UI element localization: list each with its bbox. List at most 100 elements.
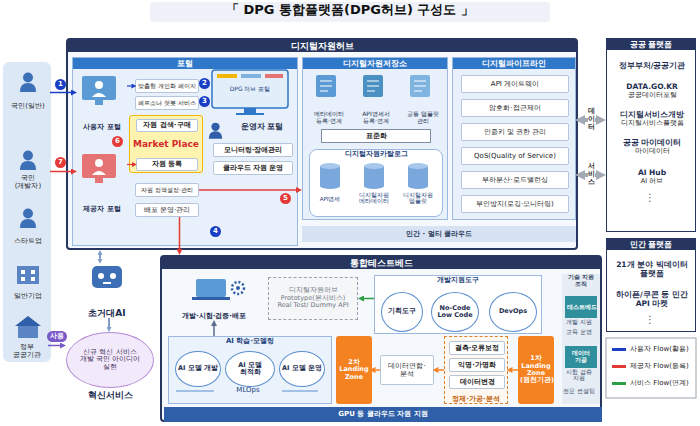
hub-portal-illustration [212,70,288,108]
section-header: 디지털자원저장소 [303,58,447,69]
callout-number: 6 [112,136,123,147]
legend-label: 서비스 Flow(연계) [630,379,689,387]
node-label: 암호화·접근제어 [462,104,568,112]
cloud-band: 민간 · 멀티 클라우드 [302,226,576,242]
node-label: 공공데이터포털 [611,92,693,99]
catalog-cylinder [320,183,340,189]
testbed-frame: 통합테스트베드개발·시험·검증·배포디지털자원허브 Prototype(본서비스… [160,255,602,422]
callout-number: 1 [55,79,66,90]
section-header: 민간 플랫폼 [607,239,695,250]
icon-box: 개발·시험·검증·배포 [168,277,260,320]
node-label: 2차 Landing Zone [336,359,372,381]
person-icon [20,151,36,170]
node-label: 제공자 포털 [77,205,127,213]
node-label: 데이터연합·분석 [381,362,433,378]
legend-swatch [612,365,626,368]
ai-robot-icon [92,266,122,288]
edge-label: 서비스 [588,162,595,187]
hub-portal-illustration [241,74,261,78]
catalog-cylinder [408,183,428,189]
node-label: 페르소나 챗봇 서비스 [136,99,198,106]
annotation-label: ⋮ [636,192,664,204]
person-icon [20,73,36,92]
node-label: Market Place [130,139,202,149]
node-label: 공공 마이데이터 [611,139,693,148]
node-label: 결측·오류보정 [450,344,504,352]
node-label: (원천기관) [518,377,554,384]
building-icon [21,277,25,281]
section-header: 디지털파이프라인 [453,58,575,69]
tool-circle: AI 모델 최적화 [225,351,275,387]
node-label: 디지털서비스개방 [611,111,693,120]
ai-robot-icon [98,273,104,279]
process-box: 데이터변경 [449,375,505,389]
operator-portal: 운영자 포털모니터링·장애관리클라우드 자원 운영 [207,123,297,179]
process-box: 결측·오류보정 [449,341,505,355]
annotation-label: ⋮ [636,314,664,326]
platform-item: DATA.GO.KR공공데이터포털 [611,79,693,103]
operator-icon [209,123,223,139]
portal-monitor-icon [95,100,103,105]
node-label: API명세서 등록·연계 [354,111,398,125]
process-box: 암호화·접근제어 [461,99,569,117]
node-label: 인증키 및 권한 관리 [462,128,568,136]
process-box: 클라우드 자원 운영 [213,161,293,175]
marketplace-box: Market Place 자원 검색·구매자원 등록 [129,115,203,173]
legend-row: 서비스 Flow(연계) [612,379,689,387]
building-icon [31,277,35,281]
legend-swatch [612,348,626,351]
actor-icon: 일반기업 [6,260,50,300]
catalog-cylinder [408,163,428,169]
node-label: AI 학습·모델링 [169,337,331,345]
process-box: 자원 등록 [136,158,198,171]
edge-label: 데이터 [588,107,595,132]
node-label: AI Hub [611,169,693,178]
node-label: 21개 분야 빅데이터 플랫폼 [611,261,693,278]
node-label: 개발·시험·검증·배포 [168,312,260,320]
node-label: 일반기업 [6,292,50,300]
process-box: 부인방지(로깅·모니터링) [461,195,569,213]
actor-panel [3,62,51,362]
mlops-loop [176,391,214,392]
node-label: 혁신서비스 [66,388,154,400]
node-label: 국민(개발자) [6,174,50,190]
callout-number: 7 [55,157,66,168]
annotation-label: 시험 검증 지원 [560,369,598,382]
node-label: 클라우드 자원 운영 [214,164,292,172]
node-label: 자원 검색·구매 [137,121,197,129]
tool-circle: AI 모델 개발 [175,351,221,387]
node-label: 디지털서비스플랫폼 [611,120,693,127]
node-label: 초거대AI [62,308,152,318]
node-label: 디지털자원허브 Prototype(본서비스) [269,287,357,302]
icon-box: 공통 템플릿 관리 [401,75,445,125]
legend-row: 제공자 Flow(등록) [612,362,689,370]
hub-portal-illustration [244,108,256,113]
catalog-cylinder [364,166,384,186]
tool-circle: DevOps [489,292,537,332]
portal-monitor-icon [82,76,116,100]
repository-icon [316,75,430,97]
repository-icon [410,75,430,97]
node-label: 데이터변경 [450,378,504,386]
platform-item: 공공 마이데이터마이데이터 [611,135,693,159]
node-label: 자원 정책설정·관리 [136,186,198,193]
refine-group: 정제·가공·분석결측·오류보정익명·가명화데이터변경 [444,336,508,404]
node-label: 마이데이터 [611,148,693,155]
process-box: 맞춤형 개인화 페이지 [135,79,199,93]
node-label: AI 허브 [611,178,693,185]
node-label: 맞춤형 개인화 페이지 [136,82,198,89]
node-label: API 게이트웨이 [462,80,568,88]
node-label: AI 모델 개발 [176,365,220,372]
node-label: 정부 공공기관 [6,343,48,359]
legend-label: 제공자 Flow(등록) [630,362,689,370]
node-label: 국민(일반) [6,102,50,110]
node-label: 메타데이터 등록·연계 [307,111,351,125]
catalog-box: 디지털자원카탈로그 [309,149,443,217]
building-icon [21,270,25,274]
node-label: 정부부처/공공기관 [611,62,693,71]
icon-box: 메타데이터 등록·연계 [307,75,351,125]
icon-box: 사용자 포털 [77,75,127,131]
annotation-label: API명세 [310,196,350,202]
process-box: 인증키 및 권한 관리 [461,123,569,141]
